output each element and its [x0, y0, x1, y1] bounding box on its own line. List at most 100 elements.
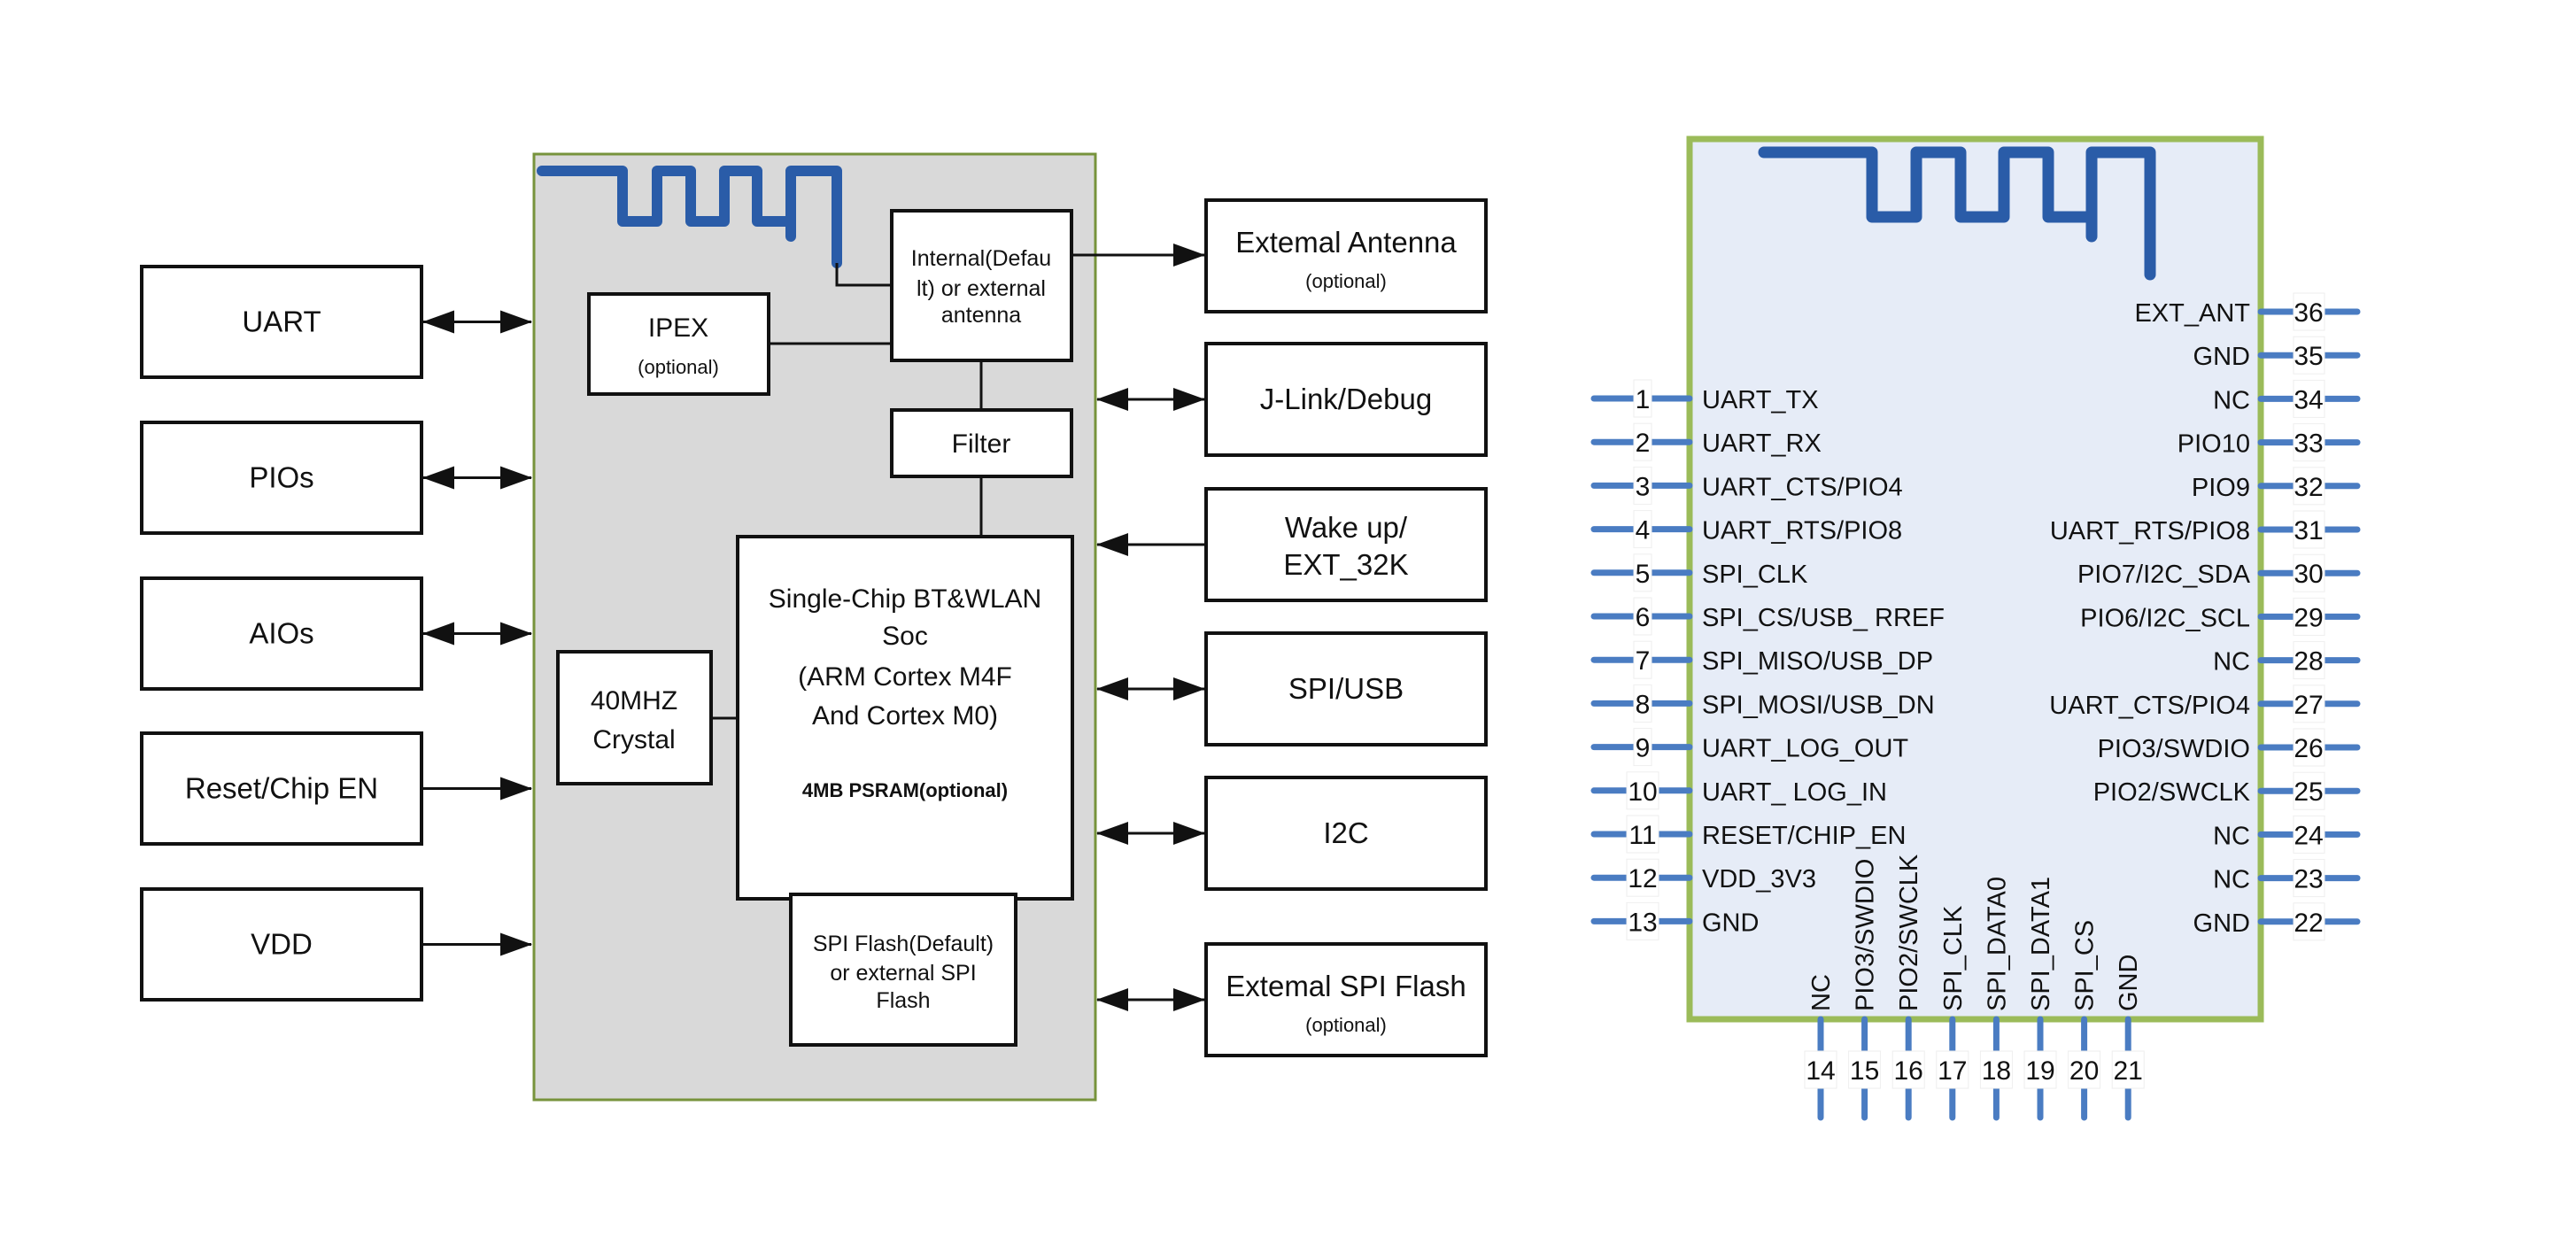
pin-number: 34	[2294, 385, 2323, 414]
pin-name: UART_LOG_OUT	[1702, 735, 1908, 763]
interface-sublabel: (optional)	[1305, 270, 1387, 292]
interface-box-frame	[1204, 631, 1488, 746]
pin-number: 13	[1628, 908, 1657, 937]
pin-number: 9	[1636, 734, 1651, 763]
pin-number-box	[1979, 1050, 2013, 1089]
ipex-block: IPEX (optional)	[587, 292, 770, 396]
pin-20: 20 SPI_CS	[2068, 920, 2101, 1121]
interface-label-line-2: EXT_32K	[1283, 548, 1408, 581]
spi-flash-line-2: or external SPI	[830, 961, 976, 986]
pin-name: SPI_CS	[2071, 920, 2100, 1011]
pin-name: PIO7/I2C_SDA	[2077, 561, 2251, 589]
pin-number: 20	[2069, 1056, 2099, 1086]
pin-number: 3	[1636, 472, 1651, 501]
pin-number: 30	[2294, 560, 2323, 589]
pin-number-box	[2111, 1050, 2145, 1089]
pin-number: 23	[2294, 865, 2323, 894]
interface-label: J-Link/Debug	[1260, 383, 1432, 415]
pin-number-box	[1804, 1050, 1837, 1089]
pin-name: PIO6/I2C_SCL	[2080, 604, 2250, 632]
interface-box-frame	[140, 265, 423, 379]
pin-number-box	[2293, 641, 2325, 680]
soc-line-2: Soc	[882, 622, 928, 651]
interface-box-frame	[140, 887, 423, 1002]
pin-number: 14	[1806, 1056, 1835, 1086]
pin-13: 13 GND	[1590, 901, 1759, 940]
pin-10: 10 UART_ LOG_IN	[1590, 771, 1887, 810]
crystal-line-1: 40MHZ	[591, 686, 677, 715]
pin-name: NC	[2213, 866, 2250, 894]
pin-name: PIO10	[2178, 430, 2250, 459]
pin-number-box	[2293, 728, 2325, 767]
pin-number: 27	[2294, 691, 2323, 720]
pin-number: 32	[2294, 473, 2323, 502]
block-diagram: IPEX (optional) Internal(Defau lt) or ex…	[140, 152, 1488, 1102]
interface-sublabel: (optional)	[1305, 1014, 1387, 1036]
antenna-feed-wire	[835, 263, 892, 287]
interface-box-aios: AIOs	[140, 576, 532, 691]
interface-label: I2C	[1323, 816, 1368, 849]
pin-number-box	[2293, 336, 2325, 375]
pin-name: SPI_DATA1	[2027, 877, 2055, 1011]
pin-name: PIO3/SWDIO	[1852, 859, 1880, 1011]
pin-number-box	[1626, 901, 1659, 940]
pin-number: 6	[1636, 603, 1651, 632]
pin-number: 36	[2294, 298, 2323, 328]
pin-30: 30 PIO7/I2C_SDA	[2077, 553, 2361, 592]
pin-number-box	[1633, 553, 1652, 592]
pin-number-box	[2293, 902, 2325, 941]
pin-number-box	[2293, 292, 2325, 331]
pin-number-box	[1633, 379, 1652, 418]
pin-number-box	[2293, 510, 2325, 549]
pin-number: 22	[2294, 909, 2323, 938]
interface-box-pios: PIOs	[140, 421, 532, 535]
pin-name: SPI_CLK	[1702, 561, 1808, 589]
pin-number-box	[2293, 685, 2325, 723]
pin-number-box	[1633, 422, 1652, 461]
pin-number: 10	[1628, 777, 1657, 807]
pinout-module-outline	[1686, 135, 2264, 1023]
pin-name: UART_RTS/PIO8	[2050, 517, 2250, 545]
pin-name: UART_RX	[1702, 429, 1822, 458]
pin-name: UART_ LOG_IN	[1702, 778, 1887, 807]
soc-line-1: Single-Chip BT&WLAN	[769, 584, 1041, 614]
pin-number: 12	[1628, 864, 1657, 893]
pin-name: SPI_MISO/USB_DP	[1702, 647, 1933, 676]
pin-27: 27 UART_CTS/PIO4	[2049, 685, 2361, 723]
spi-flash-line-3: Flash	[876, 988, 930, 1013]
antenna-select-line-2: lt) or external	[917, 276, 1046, 301]
antenna-select-block: Internal(Defau lt) or external antenna	[890, 209, 1073, 362]
pin-name: UART_CTS/PIO4	[1702, 473, 1903, 501]
filter-title: Filter	[952, 429, 1011, 459]
pin-name: GND	[1702, 909, 1759, 937]
pin-number: 11	[1628, 821, 1656, 850]
pin-number: 18	[1982, 1056, 2011, 1086]
pin-number-box	[2293, 379, 2325, 418]
pin-number: 1	[1636, 385, 1651, 414]
interface-label: UART	[242, 306, 321, 338]
interface-label: PIOs	[249, 461, 313, 494]
soc-line-4: And Cortex M0)	[812, 701, 998, 731]
pin-number: 5	[1636, 560, 1651, 589]
interface-label: Reset/Chip EN	[185, 772, 378, 805]
pin-number-box	[1626, 815, 1659, 854]
pin-number: 4	[1636, 516, 1651, 545]
pin-name: UART_CTS/PIO4	[2049, 692, 2250, 720]
interface-box-frame	[140, 731, 423, 846]
pcb-antenna-trace-icon	[1758, 146, 2156, 281]
